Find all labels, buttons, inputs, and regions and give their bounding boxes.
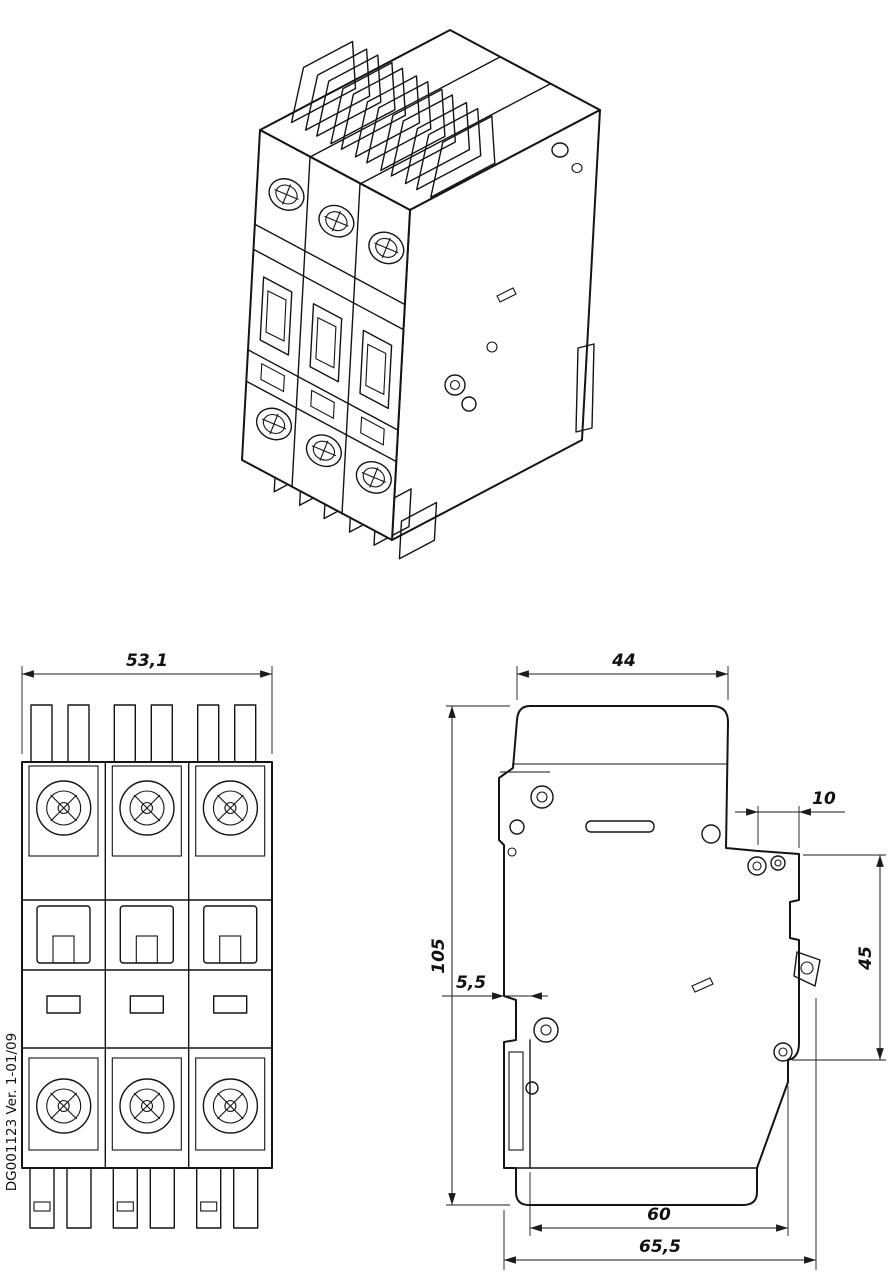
side-view: 44 10 105 45 5,5 xyxy=(429,651,886,1270)
front-pole-3 xyxy=(195,765,266,1151)
dimension-side-height: 105 xyxy=(429,705,510,1206)
iso-toggle-handles xyxy=(259,276,393,410)
front-view: 53,1 xyxy=(21,651,273,1229)
side-terminal-height-label: 45 xyxy=(856,946,876,971)
side-body-outline xyxy=(498,705,800,1206)
iso-top-screws xyxy=(268,178,405,265)
side-rail-step-label: 5,5 xyxy=(456,973,486,993)
iso-side-details xyxy=(444,142,595,433)
dimension-side-top-width: 44 xyxy=(516,651,729,700)
iso-front-details xyxy=(245,156,406,515)
side-total-depth-label: 65,5 xyxy=(639,1237,681,1257)
front-pole-1 xyxy=(28,765,99,1151)
side-terminal-screw-tab xyxy=(793,951,821,987)
dimension-side-bottom-width: 60 xyxy=(529,1086,789,1236)
front-bottom-tabs xyxy=(29,1167,259,1229)
isometric-view xyxy=(241,29,601,560)
side-bottom-width-label: 60 xyxy=(647,1205,671,1225)
side-terminal-depth-label: 10 xyxy=(812,789,836,809)
dimension-side-terminal-depth: 10 xyxy=(735,789,845,848)
iso-bottom-screws xyxy=(255,407,392,494)
side-top-width-label: 44 xyxy=(611,651,636,671)
front-width-label: 53,1 xyxy=(126,651,168,671)
front-body xyxy=(21,761,273,1169)
front-pole-2 xyxy=(111,765,182,1151)
front-top-tabs xyxy=(30,704,257,764)
side-details xyxy=(500,763,821,1169)
dimension-front-width: 53,1 xyxy=(21,651,273,754)
side-din-spring-slot xyxy=(508,1051,524,1151)
dimension-side-terminal-height: 45 xyxy=(792,854,886,1061)
iso-din-clip xyxy=(575,343,595,433)
side-height-label: 105 xyxy=(429,938,449,974)
dimension-side-total-depth: 65,5 xyxy=(503,998,817,1270)
document-id-label: DG001123 Ver. 1-01/09 xyxy=(4,1033,20,1191)
iso-top-fingers xyxy=(290,40,496,198)
dimension-side-rail-step: 5,5 xyxy=(442,973,548,1000)
